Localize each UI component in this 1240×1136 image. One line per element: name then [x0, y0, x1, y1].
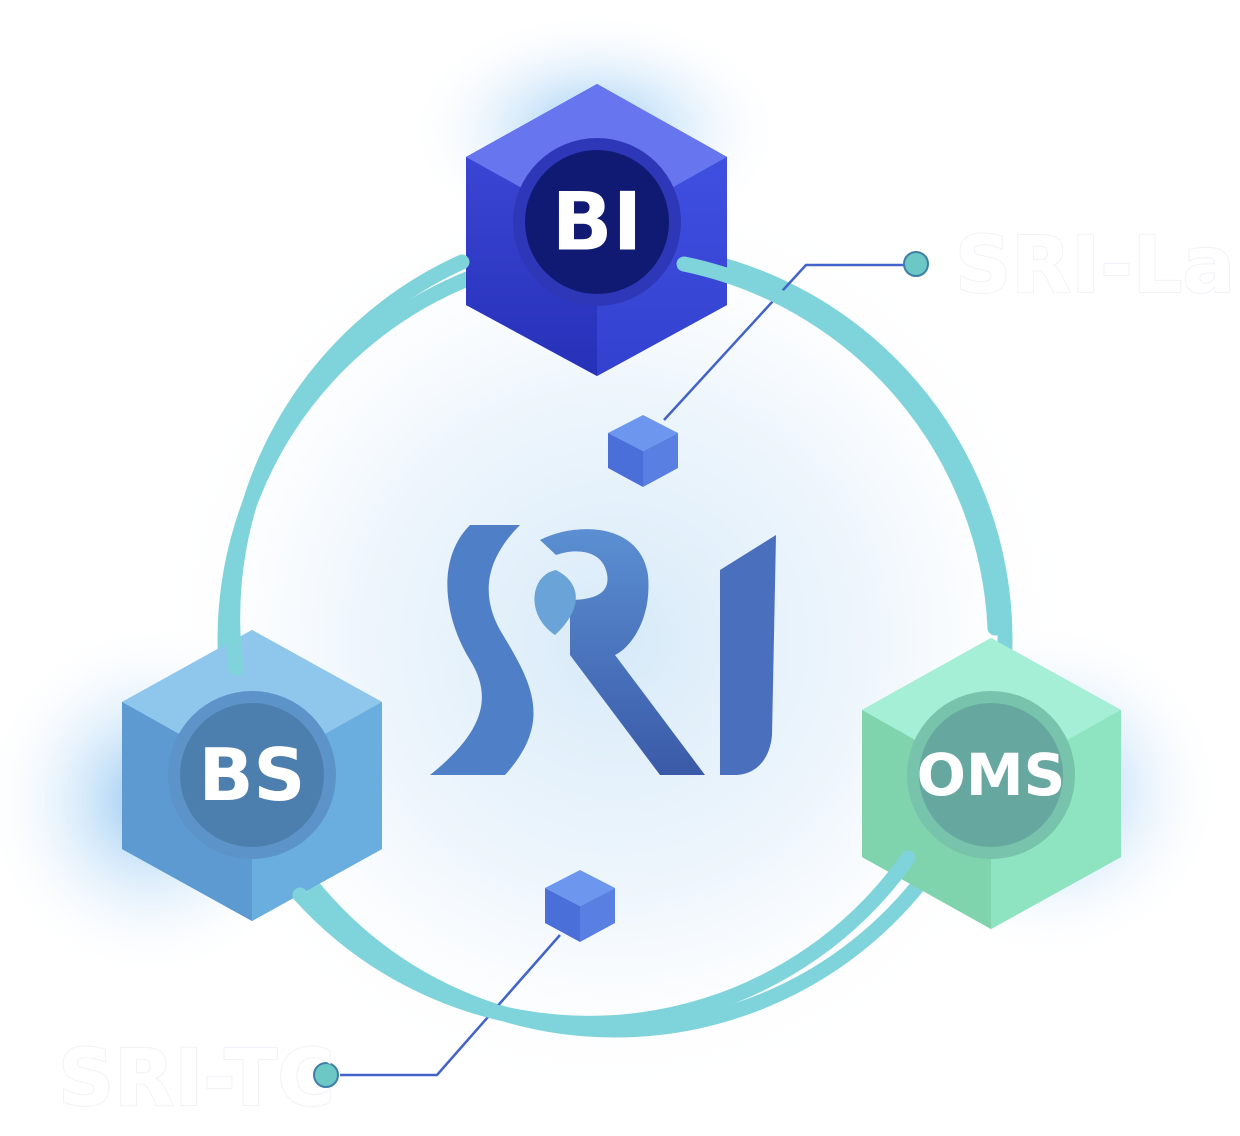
sri-tc-label: SRI-TC [58, 1034, 335, 1124]
sri-tc-connector-line [340, 934, 561, 1077]
bs-node: BS [122, 630, 382, 921]
sri-lab-label: SRI-Lab [955, 221, 1240, 311]
sri-lab-connector-line [663, 263, 918, 421]
ring-arc-top-right [676, 256, 1003, 636]
ring-arc-left [225, 254, 470, 676]
oms-node: OMS [862, 638, 1121, 929]
bi-label: BI [552, 176, 643, 269]
ring-arc-bottom [292, 850, 916, 1031]
small-cube-lower [545, 870, 615, 942]
sri-tc-connector-dot [313, 1062, 339, 1088]
sri-logo [430, 525, 776, 775]
small-cube-upper [608, 415, 678, 487]
bi-node: BI [466, 84, 727, 376]
sri-lab-connector-dot [903, 251, 929, 277]
bs-label: BS [199, 733, 306, 817]
oms-label: OMS [917, 741, 1066, 809]
